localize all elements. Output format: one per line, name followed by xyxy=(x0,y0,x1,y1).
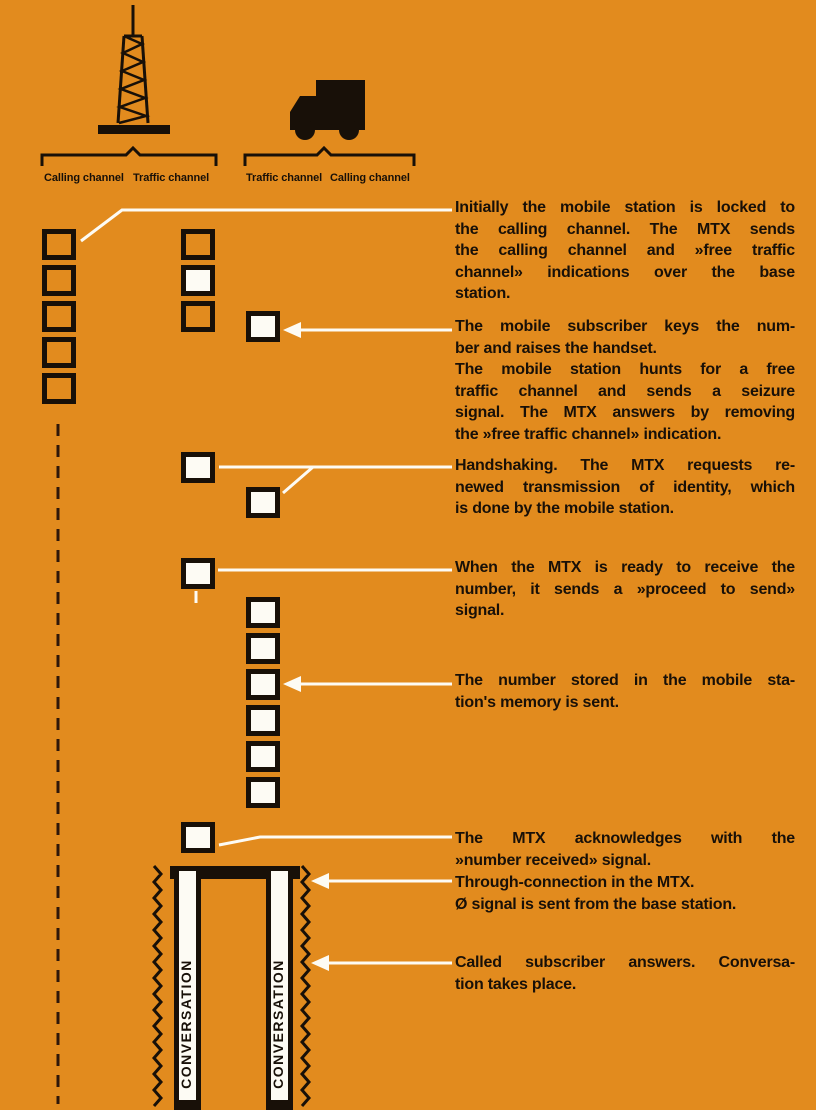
annotation-line: The number stored in the mobile sta- xyxy=(455,672,795,689)
annotation-line: the calling channel. The MTX sends xyxy=(455,220,795,238)
callout-line-3b xyxy=(282,465,314,495)
conversation-bar-left xyxy=(174,866,201,1110)
annotation-line: Ø signal is sent from the base station. xyxy=(455,895,737,913)
conversation-label-right: CONVERSATION xyxy=(270,959,286,1089)
annotation-line: Through-connection in the MTX. xyxy=(455,874,695,891)
annotation-line: Initially the mobile station is locked t… xyxy=(455,199,795,216)
annotation-line: signal. xyxy=(455,602,505,619)
arrowhead-answer xyxy=(311,955,329,971)
radio-tower-icon xyxy=(98,5,170,134)
annotation-8: Called subscriber answers. Conversa- tio… xyxy=(455,952,795,995)
annotation-5: The number stored in the mobile sta- tio… xyxy=(455,670,795,713)
signal-square-digit xyxy=(246,669,280,700)
label-base-traffic-channel: Traffic channel xyxy=(133,172,210,184)
arrowhead-number xyxy=(283,676,301,692)
signal-square-digit xyxy=(246,741,280,772)
annotation-7: Through-connection in the MTX. Ø signal … xyxy=(455,872,795,915)
signal-square xyxy=(181,301,215,332)
annotation-line: ber and raises the handset. xyxy=(455,339,657,357)
arrowhead-seizure xyxy=(283,322,301,338)
zigzag-wave-left xyxy=(152,865,163,1107)
annotation-line: signal. The MTX answers by removing xyxy=(455,404,795,421)
annotation-line: the »free traffic channel» indication. xyxy=(455,425,722,443)
signal-square xyxy=(181,229,215,260)
arrowhead-through-connection xyxy=(311,873,329,889)
annotation-1: Initially the mobile station is locked t… xyxy=(455,197,795,305)
annotation-line: channel» indications over the base xyxy=(455,263,795,281)
callout-line-6 xyxy=(218,835,452,847)
zigzag-wave-right xyxy=(300,865,311,1107)
annotation-2: The mobile subscriber keys the num- ber … xyxy=(455,316,795,445)
signal-square-digit xyxy=(246,597,280,628)
label-mobile-traffic-channel: Traffic channel xyxy=(246,172,323,184)
bracket-base-station xyxy=(40,145,218,166)
annotation-line: tion's memory is sent. xyxy=(455,693,619,711)
annotation-line: When the MTX is ready to receive the xyxy=(455,559,795,576)
callout-line-1 xyxy=(80,208,452,243)
annotation-line: Called subscriber answers. Conversa- xyxy=(455,954,795,971)
label-mobile-calling-channel: Calling channel xyxy=(330,172,410,184)
annotation-line: newed transmission of identity, which xyxy=(455,478,795,496)
conversation-bar-right xyxy=(266,866,293,1110)
annotation-line: The mobile station hunts for a free xyxy=(455,361,795,378)
signal-square xyxy=(42,301,76,332)
signal-square xyxy=(42,373,76,404)
annotation-3: Handshaking. The MTX requests re- newed … xyxy=(455,455,795,520)
signal-square-free-traffic xyxy=(181,265,215,296)
signal-square-handshake-request xyxy=(181,452,215,483)
signal-square-seizure xyxy=(246,311,280,342)
signal-square-digit xyxy=(246,633,280,664)
signal-square xyxy=(42,337,76,368)
annotation-line: is done by the mobile station. xyxy=(455,500,674,517)
signal-square xyxy=(42,229,76,260)
annotation-4: When the MTX is ready to receive the num… xyxy=(455,557,795,622)
truck-icon xyxy=(290,80,365,140)
label-base-calling-channel: Calling channel xyxy=(44,172,124,184)
annotation-line: tion takes place. xyxy=(455,975,577,993)
annotation-line: »number received» signal. xyxy=(455,851,651,869)
annotation-line: Handshaking. The MTX requests re- xyxy=(455,457,795,474)
annotation-line: station. xyxy=(455,285,511,302)
signal-square-number-received xyxy=(181,822,215,853)
signal-square xyxy=(42,265,76,296)
conversation-label-left: CONVERSATION xyxy=(178,959,194,1089)
signal-square-proceed-to-send xyxy=(181,558,215,589)
annotation-line: number, it sends a »proceed to send» xyxy=(455,580,795,598)
annotation-line: traffic channel and sends a seizure xyxy=(455,382,795,400)
annotation-line: The mobile subscriber keys the num- xyxy=(455,318,795,335)
signal-square-digit xyxy=(246,705,280,736)
signal-square-identity xyxy=(246,487,280,518)
annotation-6: The MTX acknowledges with the »number re… xyxy=(455,828,795,871)
signal-square-digit xyxy=(246,777,280,808)
annotation-line: the calling channel and »free traffic xyxy=(455,242,795,259)
bracket-mobile-station xyxy=(243,145,416,166)
annotation-line: The MTX acknowledges with the xyxy=(455,830,795,847)
